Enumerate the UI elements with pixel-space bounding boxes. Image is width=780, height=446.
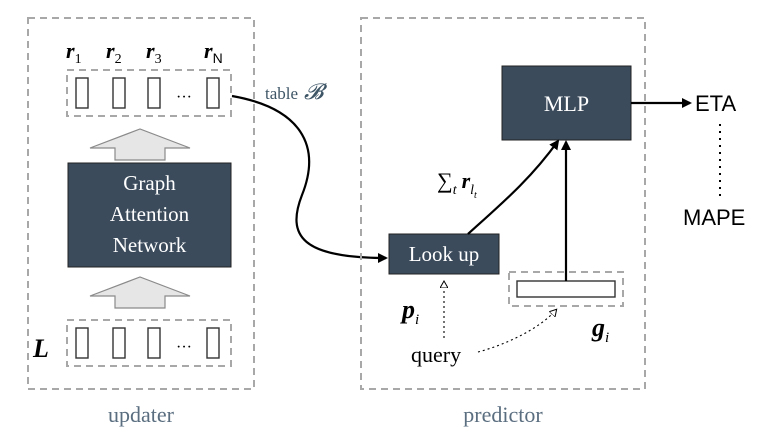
r3-slot <box>147 77 161 109</box>
up-arrow-bottom <box>89 276 191 309</box>
gnn-line-1: Graph <box>123 171 176 195</box>
L3-slot <box>147 327 161 359</box>
gnn-line-2: Attention <box>110 202 190 226</box>
query-to-g-arrow <box>477 310 556 353</box>
r2-slot <box>112 77 126 109</box>
representation-table <box>66 69 232 117</box>
r1-slot <box>75 77 89 109</box>
lookup-label: Look up <box>409 242 480 266</box>
lookup-box <box>388 233 500 275</box>
mlp-label: MLP <box>544 91 589 116</box>
updater-panel <box>27 17 255 390</box>
LN-slot <box>206 327 220 359</box>
r-labels: r1 r2 r3 rN <box>66 38 223 67</box>
gnn-line-3: Network <box>113 233 187 257</box>
r3-label: r3 <box>146 38 162 67</box>
r2-label: r2 <box>106 38 122 67</box>
p-label: pi <box>400 295 419 328</box>
g-vector-bar <box>516 280 616 298</box>
predictor-panel <box>360 17 646 390</box>
L-ellipsis: ··· <box>176 339 192 356</box>
eta-label: ETA <box>695 91 736 116</box>
r1-label: r1 <box>66 38 82 67</box>
r-ellipsis: ··· <box>176 89 192 106</box>
query-label: query <box>411 342 461 367</box>
input-table <box>66 319 232 367</box>
L1-slot <box>75 327 89 359</box>
up-arrow-top <box>89 128 191 161</box>
predictor-label: predictor <box>463 402 543 427</box>
rN-label: rN <box>204 38 223 66</box>
lookup-to-mlp-arrow <box>467 139 560 235</box>
rN-slot <box>206 77 220 109</box>
table-to-lookup-arrow <box>231 94 388 263</box>
L2-slot <box>112 327 126 359</box>
g-input-group <box>508 271 624 307</box>
updater-label: updater <box>108 402 175 427</box>
input-L-label: L <box>32 334 49 363</box>
mape-label: MAPE <box>683 205 745 230</box>
graph-attention-network-box <box>67 162 232 268</box>
g-label: gi <box>591 313 609 346</box>
